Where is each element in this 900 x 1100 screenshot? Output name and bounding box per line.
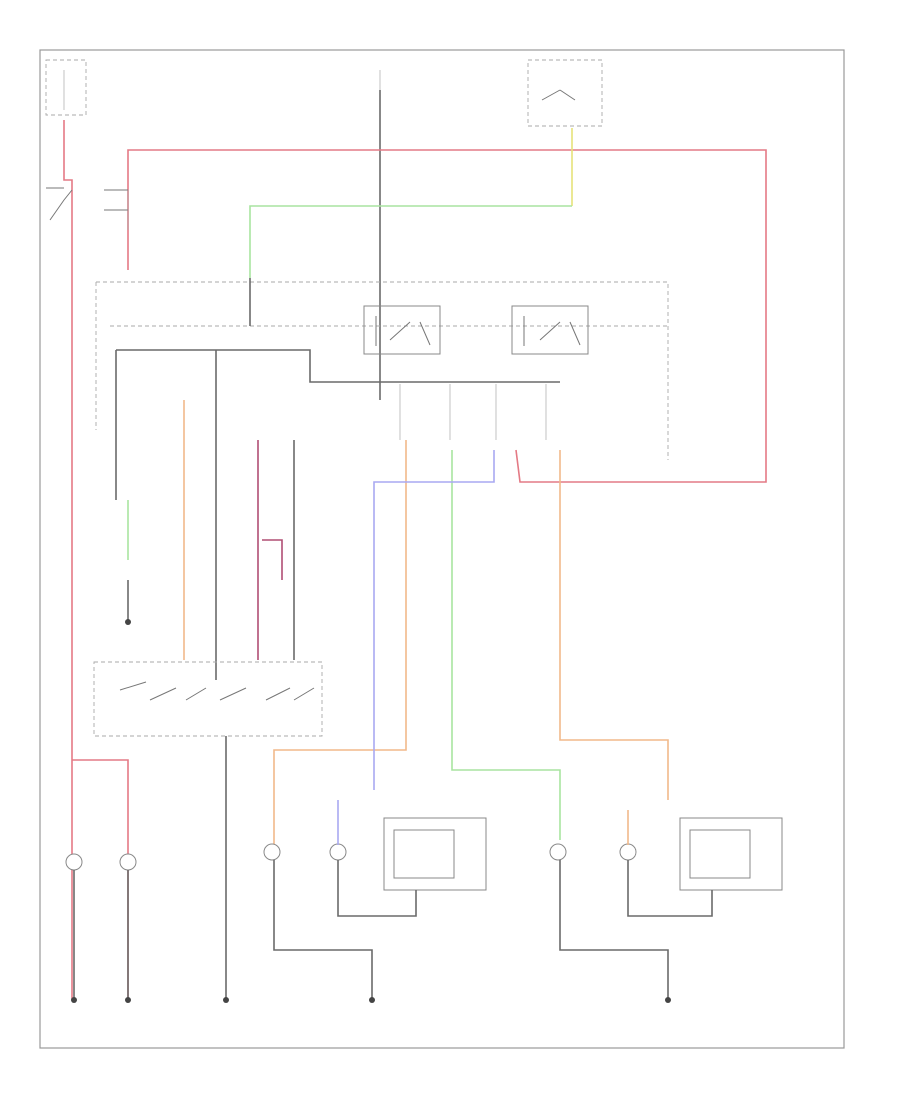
left-lamp-grounds [73, 870, 129, 1000]
headlight-relay-right [511, 305, 589, 355]
switch-ground-point [125, 619, 131, 625]
right-ground-run [559, 860, 669, 1000]
left-ground-branch [337, 860, 417, 917]
headlight-switch [93, 661, 323, 737]
red-branch-wire [72, 759, 129, 1000]
ground-center [223, 997, 229, 1003]
red-loop-wire [127, 149, 767, 483]
orange-left-wire [273, 440, 407, 860]
lamp-left-1 [65, 853, 83, 871]
lamp-left-3 [263, 843, 281, 861]
left-ground-run [273, 860, 373, 1000]
lamp-left-2 [119, 853, 137, 871]
lamp-right-2 [619, 843, 637, 861]
blue-wire [373, 450, 495, 790]
fuse-box-right [527, 59, 603, 127]
harness-top [96, 281, 669, 460]
diagram-frame [39, 49, 845, 1049]
orange-right-wire [559, 450, 669, 800]
fuse-row [399, 384, 547, 440]
lamp-left-4 [329, 843, 347, 861]
ground-left-1 [71, 997, 77, 1003]
right-headlight-assembly [679, 817, 783, 891]
red-feed-left-wire [63, 120, 73, 1000]
green-top-wire [249, 205, 572, 278]
relay-bus-wire [116, 349, 560, 383]
right-ground-branch [627, 860, 713, 917]
ground-left-headlight [369, 997, 375, 1003]
lamp-right-1 [549, 843, 567, 861]
ground-left-2 [125, 997, 131, 1003]
left-headlight-assembly [383, 817, 487, 891]
fuse-box-left [45, 59, 87, 116]
ground-right-headlight [665, 997, 671, 1003]
headlight-relay-left [363, 305, 441, 355]
green-right-wire [451, 450, 561, 840]
dimmer-relay [46, 187, 129, 230]
magenta-loop-wire [262, 539, 283, 580]
